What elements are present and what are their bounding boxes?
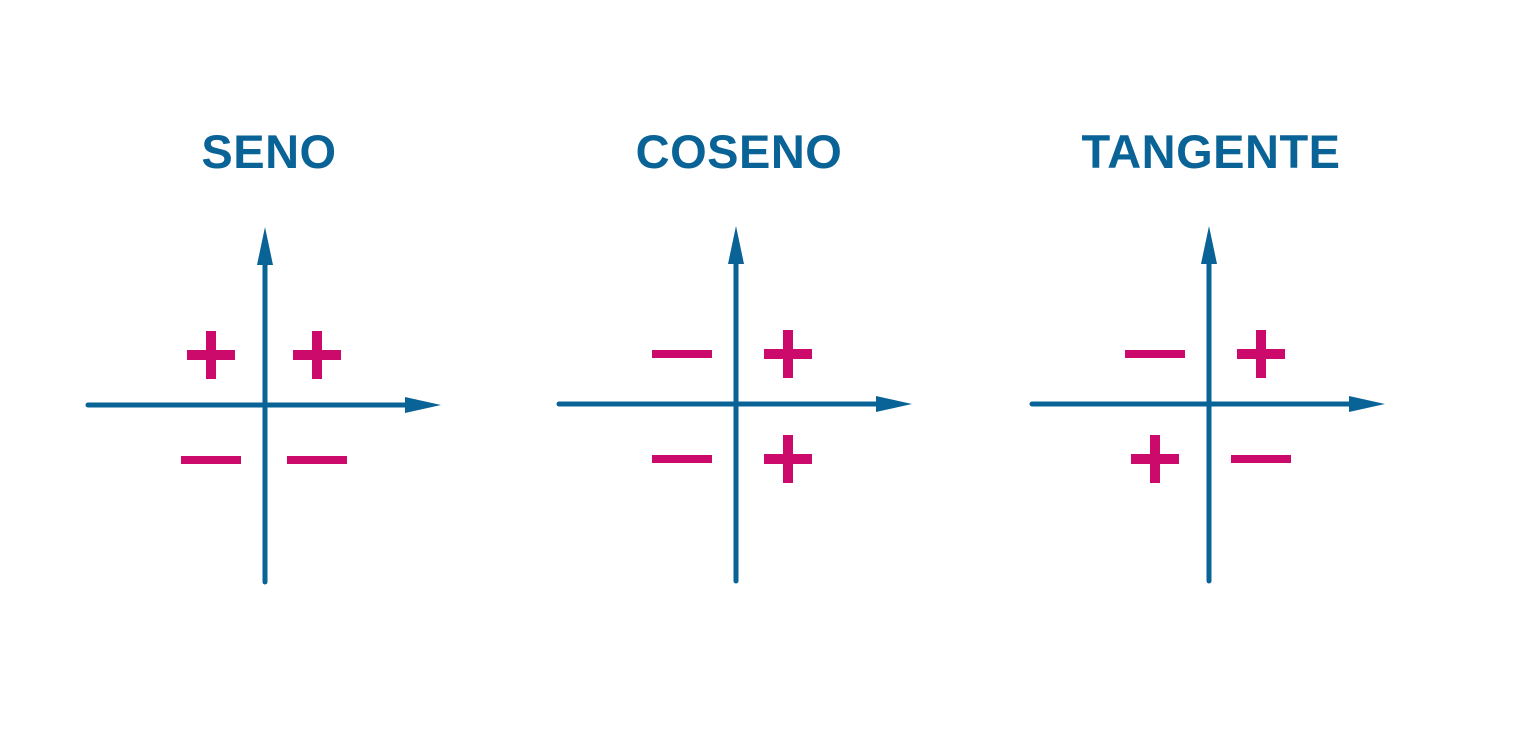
sign-q4 [764, 435, 812, 483]
quadrant-diagram-coseno [556, 226, 912, 584]
sign-q1 [764, 330, 812, 378]
sign-q2 [1125, 350, 1185, 358]
title-tangente: TANGENTE [1081, 125, 1341, 178]
sign-q2 [652, 350, 712, 358]
sign-q3 [1131, 435, 1179, 483]
title-coseno: COSENO [635, 125, 843, 178]
sign-q2 [187, 331, 235, 379]
sign-q3 [652, 455, 712, 463]
x-axis-arrowhead-icon [876, 396, 912, 412]
y-axis-arrowhead-icon [1201, 226, 1217, 264]
sign-q4 [287, 456, 347, 464]
quadrant-diagram-seno [85, 227, 441, 585]
sign-q1 [1237, 330, 1285, 378]
sign-q4 [1231, 455, 1291, 463]
x-axis-arrowhead-icon [405, 397, 441, 413]
y-axis-arrowhead-icon [257, 227, 273, 265]
title-seno: SENO [201, 125, 337, 178]
quadrant-diagram-tangente [1029, 226, 1385, 584]
sign-q3 [181, 456, 241, 464]
y-axis-arrowhead-icon [728, 226, 744, 264]
sign-q1 [293, 331, 341, 379]
x-axis-arrowhead-icon [1349, 396, 1385, 412]
